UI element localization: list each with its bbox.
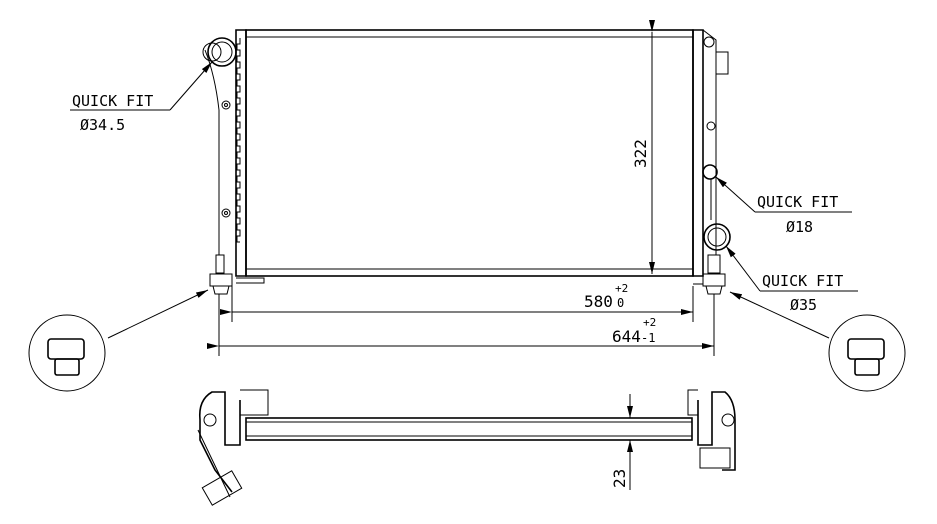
core-width-lower-tol: 0 <box>617 296 624 310</box>
overall-width-lower-tol: -1 <box>641 331 655 345</box>
svg-text:Ø34.5: Ø34.5 <box>80 116 125 134</box>
outlet-fitting <box>703 223 731 251</box>
left-tank <box>235 29 247 277</box>
svg-text:QUICK FIT: QUICK FIT <box>757 193 838 211</box>
callout-left-inlet: QUICK FIT Ø34.5 <box>70 61 213 134</box>
core-width-upper-tol: +2 <box>615 282 628 295</box>
front-view <box>202 29 731 295</box>
svg-text:QUICK FIT: QUICK FIT <box>762 272 843 290</box>
cap-detail-left <box>28 289 209 392</box>
overall-width-dimension: 644 +2 -1 <box>207 294 715 356</box>
thickness-value: 23 <box>610 469 629 488</box>
height-dimension: 322 <box>631 20 655 274</box>
height-value: 322 <box>631 139 650 168</box>
radiator-core <box>245 29 694 277</box>
core-width-value: 580 <box>584 292 613 311</box>
svg-text:Ø18: Ø18 <box>786 218 813 236</box>
overall-width-value: 644 <box>612 327 641 346</box>
svg-text:QUICK FIT: QUICK FIT <box>72 92 153 110</box>
right-tank <box>692 29 704 277</box>
inlet-fitting <box>207 37 237 67</box>
callout-right-outlet: QUICK FIT Ø35 <box>725 245 858 314</box>
core-width-dimension: 580 +2 0 <box>220 278 694 322</box>
thickness-dimension: 23 <box>610 394 633 490</box>
core-side <box>245 417 693 441</box>
svg-text:Ø35: Ø35 <box>790 296 817 314</box>
top-view <box>197 389 736 506</box>
callout-right-small: QUICK FIT Ø18 <box>715 176 852 236</box>
cap-detail-right <box>729 291 906 392</box>
small-fitting <box>702 164 718 180</box>
overall-width-upper-tol: +2 <box>643 316 656 329</box>
